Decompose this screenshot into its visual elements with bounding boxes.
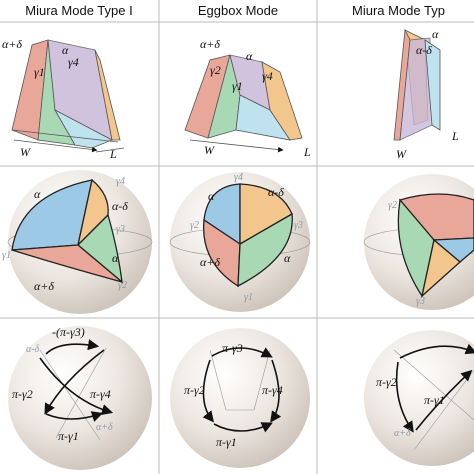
- miura1-gamma4: γ4: [68, 55, 79, 69]
- header-eggbox: Eggbox Mode: [197, 3, 279, 18]
- r2c2-gamma3: γ3: [294, 220, 303, 231]
- r2c2-gamma2: γ2: [190, 220, 199, 231]
- r3c1-pi-gamma2: π-γ2: [12, 387, 33, 401]
- r3c3-pi-gamma1: π-γ1: [424, 393, 445, 407]
- miura1-gamma1: γ1: [34, 65, 45, 79]
- r2c2-alpha-minus-delta: α-δ: [268, 185, 284, 199]
- miura1-W: W: [20, 145, 31, 159]
- header-miura-type-2: Miura Mode Typ: [352, 3, 445, 18]
- eggbox-gamma4: γ4: [262, 69, 273, 83]
- r2c2-alpha-plus-delta: α+δ: [200, 255, 220, 269]
- sphere-r3c1: [8, 326, 152, 470]
- miura2-W: W: [396, 147, 407, 161]
- r3c2-pi-gamma1: π-γ1: [216, 435, 237, 449]
- r3c1-pi-gamma1: π-γ1: [58, 429, 79, 443]
- r2c2-gamma4: γ4: [234, 172, 243, 183]
- r2c1-gamma1: γ1: [2, 250, 11, 261]
- eggbox-dims: [189, 139, 284, 153]
- miura1-alpha: α: [62, 43, 69, 57]
- r3c1-alpha-minus-delta: α-δ: [26, 344, 40, 355]
- eggbox-alpha: α: [246, 49, 253, 63]
- r2c3-gamma2: γ2: [388, 200, 397, 211]
- r3c3-alpha-plus-delta: α+δ: [394, 428, 411, 439]
- miura1-alpha-plus-delta: α+δ: [2, 37, 22, 51]
- miura-type1-dims: [13, 139, 125, 153]
- r2c1-gamma4: γ4: [116, 176, 125, 187]
- miura-type1-fold: [11, 39, 121, 149]
- r3c2-pi-gamma3: π-γ3: [222, 341, 243, 355]
- r3c2-pi-gamma4: π-γ4: [262, 383, 283, 397]
- r3c1-pi-gamma4: π-γ4: [90, 387, 111, 401]
- sphere-r2c2: [169, 172, 311, 312]
- sphere-r3c2: [170, 328, 310, 468]
- r2c2-alpha-2: α: [284, 251, 291, 265]
- eggbox-fold: [184, 54, 303, 141]
- eggbox-gamma1: γ1: [232, 79, 243, 93]
- r2c2-gamma1: γ1: [244, 292, 253, 303]
- r2c1-alpha: α: [34, 187, 41, 201]
- r3c2-pi-gamma2: π-γ2: [184, 383, 205, 397]
- r2c1-gamma3: γ3: [116, 224, 125, 235]
- r3c1-alpha-plus-delta: α+δ: [96, 422, 113, 433]
- sphere-r3c3: [364, 330, 474, 466]
- miura2-alpha: α: [432, 27, 439, 41]
- sphere-r2c3: [363, 174, 474, 310]
- r3c3-pi-gamma2: π-γ2: [376, 375, 397, 389]
- miura2-L: L: [451, 129, 459, 143]
- sphere-r2c1: [7, 170, 153, 314]
- r3c1-pi-gamma3: -(π-γ3): [52, 325, 85, 339]
- r2c1-alpha-plus-delta: α+δ: [34, 279, 54, 293]
- eggbox-W: W: [204, 143, 215, 157]
- miura-type2-fold: [393, 28, 441, 141]
- r2c1-alpha-minus-delta: α-δ: [112, 199, 128, 213]
- r2c3-gamma3: γ3: [416, 296, 425, 307]
- r2c2-alpha: α: [208, 189, 215, 203]
- eggbox-alpha-plus-delta: α+δ: [200, 37, 220, 51]
- r2c1-alpha-2: α: [112, 251, 119, 265]
- miura2-alpha-minus-delta: α-δ: [416, 43, 432, 57]
- eggbox-gamma2: γ2: [210, 63, 221, 77]
- r2c1-gamma2: γ2: [118, 280, 127, 291]
- miura1-L: L: [109, 147, 117, 161]
- eggbox-L: L: [303, 145, 311, 159]
- header-miura-type-1: Miura Mode Type I: [25, 3, 133, 18]
